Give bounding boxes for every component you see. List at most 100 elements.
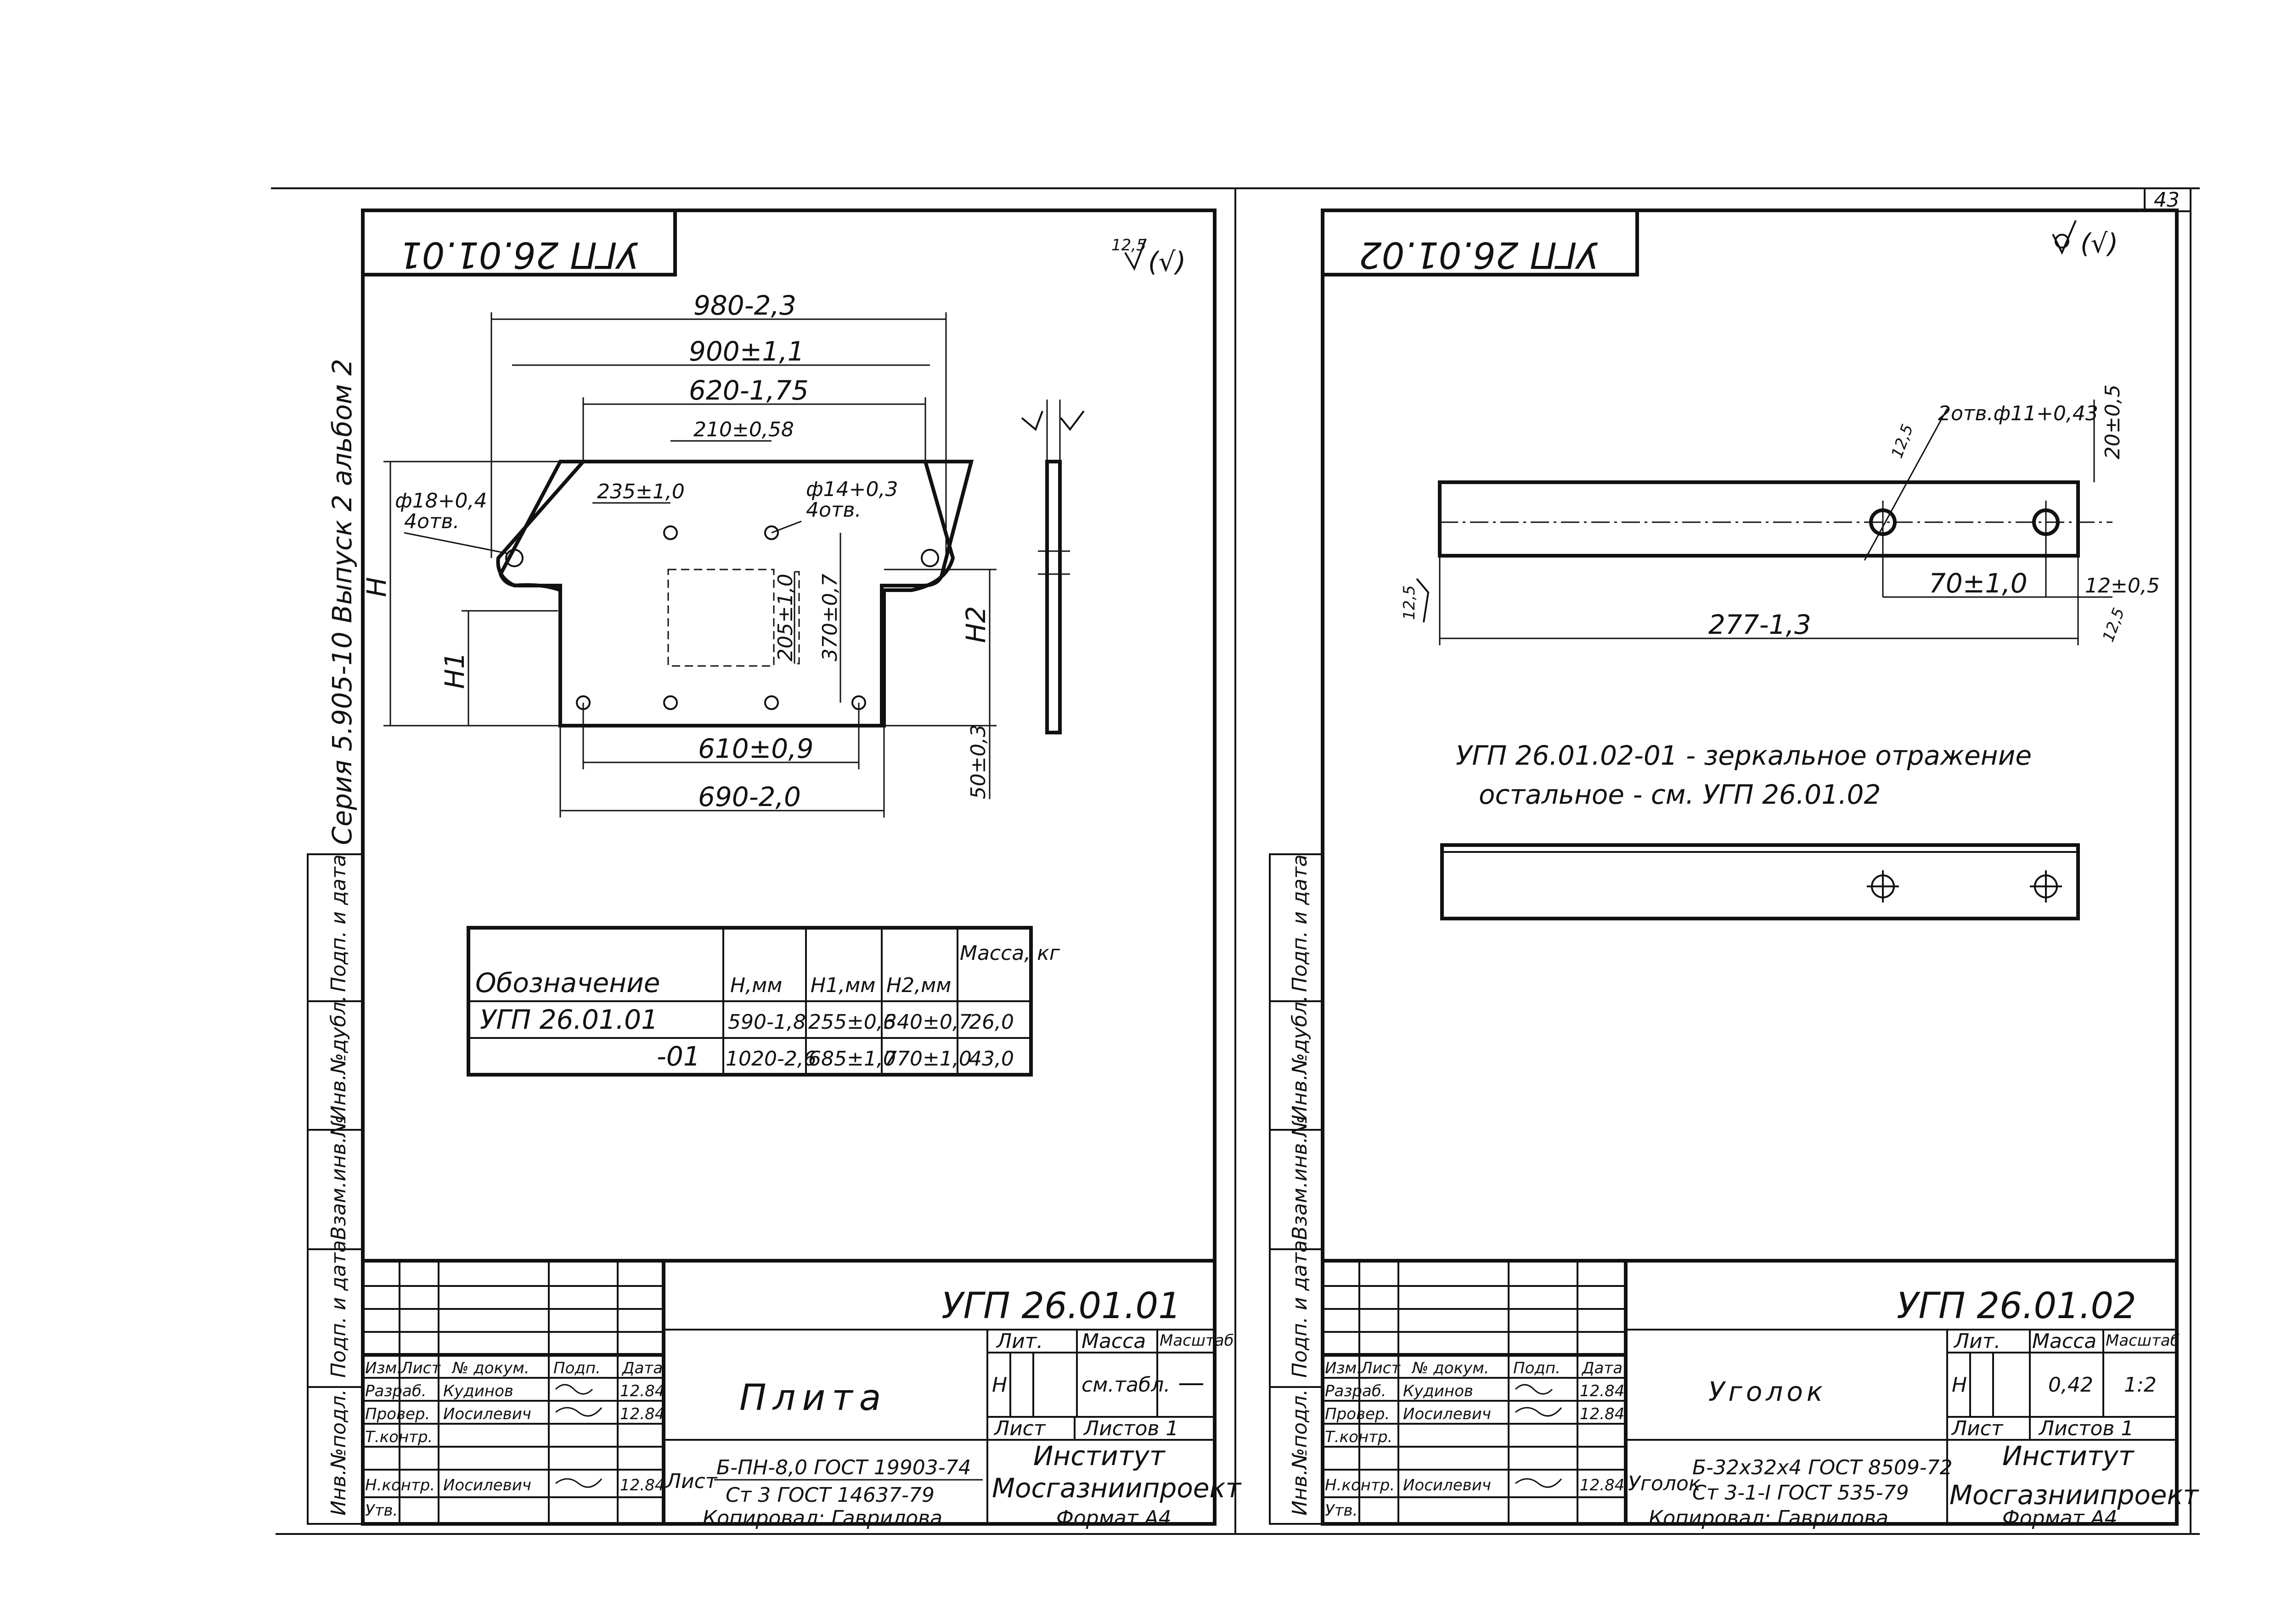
- svg-text:Масса: Масса: [1082, 1330, 1146, 1353]
- copied-by-right: Копировал: Гаврилова: [1649, 1506, 1888, 1530]
- svg-text:12.84: 12.84: [1580, 1382, 1624, 1400]
- svg-text:Кудинов: Кудинов: [443, 1382, 513, 1400]
- page-number: 43: [2154, 188, 2180, 212]
- svg-text:Н: Н: [1952, 1373, 1967, 1397]
- svg-text:Листов 1: Листов 1: [1083, 1417, 1178, 1440]
- plate-dimensions: 980-2,3 900±1,1 620-1,75 210±0,58 235±1,…: [361, 290, 997, 818]
- svg-text:Иосилевич: Иосилевич: [1403, 1476, 1491, 1494]
- side-label-4: Инв.№дубл.: [327, 995, 350, 1121]
- svg-text:43,0: 43,0: [969, 1047, 1014, 1071]
- right-sheet: Инв.№подл. Подп. и дата Взам.инв.№ Инв.№…: [1269, 209, 2200, 1530]
- svg-text:(√): (√): [1148, 246, 1186, 277]
- roughness-mark-left: 12,5 (√): [1111, 236, 1186, 277]
- svg-text:Уголок: Уголок: [1628, 1472, 1701, 1495]
- svg-text:12.84: 12.84: [620, 1405, 665, 1423]
- svg-text:12.84: 12.84: [1580, 1405, 1624, 1423]
- svg-text:26,0: 26,0: [969, 1010, 1014, 1034]
- svg-text:205±1,0: 205±1,0: [774, 574, 797, 661]
- svg-text:Иосилевич: Иосилевич: [443, 1405, 531, 1423]
- svg-text:Лист: Лист: [993, 1417, 1046, 1440]
- svg-text:H1: H1: [439, 652, 470, 689]
- svg-text:Иосилевич: Иосилевич: [1403, 1405, 1491, 1423]
- svg-text:690-2,0: 690-2,0: [698, 781, 801, 812]
- side-label-5: Подп. и дата: [327, 854, 350, 992]
- svg-text:Кудинов: Кудинов: [1403, 1382, 1473, 1400]
- svg-text:685±1,0: 685±1,0: [808, 1047, 896, 1071]
- institute-label: Институт: [2002, 1440, 2135, 1472]
- svg-text:590-1,8: 590-1,8: [728, 1010, 806, 1034]
- svg-text:255±0,6: 255±0,6: [808, 1010, 896, 1034]
- svg-text:Утв.: Утв.: [365, 1501, 398, 1520]
- svg-text:Н.контр.: Н.контр.: [1325, 1476, 1395, 1494]
- designation-left: УГП 26.01.01: [941, 1286, 1181, 1327]
- material-2: Ст 3 ГОСТ 14637-79: [726, 1483, 935, 1507]
- svg-text:770±1,0: 770±1,0: [884, 1047, 972, 1071]
- table-header-designation: Обозначение: [475, 967, 660, 998]
- side-label-3: Взам.инв.№: [1288, 1116, 1312, 1240]
- svg-text:12±0,5: 12±0,5: [2085, 574, 2160, 598]
- svg-text:900±1,1: 900±1,1: [689, 336, 805, 367]
- institute-name: Мосгазниипроект: [992, 1472, 1242, 1504]
- designation-right: УГП 26.01.02: [1897, 1286, 2136, 1327]
- series-label: Серия 5.905-10 Выпуск 2 альбом 2: [327, 359, 358, 845]
- svg-text:Лист: Лист: [665, 1470, 718, 1493]
- svg-text:12.84: 12.84: [1580, 1476, 1624, 1494]
- svg-text:4отв.: 4отв.: [404, 510, 459, 533]
- svg-text:H2: H2: [960, 606, 991, 643]
- title-block-right: Изм. Лист № докум. Подп. Дата Разраб. Ку…: [1323, 1259, 2200, 1530]
- svg-text:Изм.: Изм.: [1325, 1359, 1362, 1377]
- angle-part-view: 2отв.ф11+0,43 12,5 20±0,5 12,5 70±1,0 12…: [1400, 384, 2160, 645]
- svg-text:12.84: 12.84: [620, 1382, 665, 1400]
- format-right: Формат А4: [2002, 1506, 2118, 1530]
- svg-text:—: —: [1178, 1367, 1205, 1398]
- svg-text:235±1,0: 235±1,0: [597, 480, 685, 503]
- part-name-right: Уголок: [1708, 1376, 1826, 1407]
- left-sheet: Инв.№подл. Подп. и дата Взам.инв.№ Инв.№…: [307, 209, 1242, 1530]
- svg-text:Разраб.: Разраб.: [1325, 1382, 1386, 1400]
- side-label-5: Подп. и дата: [1288, 854, 1312, 992]
- side-label-2: Подп. и дата: [327, 1240, 350, 1378]
- material-2: Ст 3-1-I ГОСТ 535-79: [1692, 1481, 1909, 1505]
- svg-text:№ докум.: № докум.: [451, 1359, 530, 1377]
- code-stamp-right: УГП 26.01.02: [1359, 234, 1599, 275]
- svg-text:4отв.: 4отв.: [806, 498, 861, 522]
- svg-text:Утв.: Утв.: [1325, 1501, 1358, 1520]
- side-label-2: Подп. и дата: [1288, 1240, 1312, 1378]
- copied-by-left: Копировал: Гаврилова: [703, 1506, 942, 1530]
- svg-text:Лит.: Лит.: [1953, 1330, 2000, 1353]
- svg-text:Лист: Лист: [1360, 1359, 1401, 1377]
- svg-text:1020-2,6: 1020-2,6: [726, 1047, 817, 1071]
- title-block-left: Изм. Лист № докум. Подп. Дата Разраб. Ку…: [363, 1259, 1242, 1530]
- svg-text:Иосилевич: Иосилевич: [443, 1476, 531, 1494]
- svg-text:Разраб.: Разраб.: [365, 1382, 427, 1400]
- svg-text:620-1,75: 620-1,75: [689, 375, 809, 406]
- svg-text:Дата: Дата: [1581, 1359, 1622, 1377]
- svg-text:70±1,0: 70±1,0: [1929, 568, 2028, 599]
- svg-text:980-2,3: 980-2,3: [693, 290, 796, 321]
- svg-text:Дата: Дата: [621, 1359, 663, 1377]
- note-mirror: УГП 26.01.02-01 - зеркальное отражение: [1456, 740, 2032, 771]
- table-header-h1: H1,мм: [811, 974, 875, 997]
- svg-text:Провер.: Провер.: [1325, 1405, 1390, 1423]
- angle-mirror-view: [1440, 843, 2080, 920]
- svg-text:Т.контр.: Т.контр.: [365, 1428, 433, 1446]
- svg-text:см.табл.: см.табл.: [1082, 1373, 1170, 1397]
- svg-text:12,5: 12,5: [1400, 585, 1419, 620]
- svg-text:12,5: 12,5: [1111, 236, 1146, 254]
- svg-text:0,42: 0,42: [2048, 1373, 2093, 1397]
- svg-text:Лист: Лист: [400, 1359, 441, 1377]
- svg-text:Лит.: Лит.: [996, 1330, 1043, 1353]
- side-label-4: Инв.№дубл.: [1288, 995, 1312, 1121]
- svg-text:12.84: 12.84: [620, 1476, 665, 1494]
- note-rest: остальное - см. УГП 26.01.02: [1479, 779, 1881, 810]
- svg-text:12,5: 12,5: [1888, 422, 1917, 461]
- svg-text:Провер.: Провер.: [365, 1405, 430, 1423]
- table-row: УГП 26.01.01: [480, 1004, 658, 1035]
- svg-text:610±0,9: 610±0,9: [698, 733, 814, 764]
- svg-text:Масса: Масса: [2032, 1330, 2096, 1353]
- svg-text:Н.контр.: Н.контр.: [365, 1476, 435, 1494]
- material-1: Б-32х32х4 ГОСТ 8509-72: [1692, 1456, 1953, 1479]
- svg-text:20±0,5: 20±0,5: [2101, 384, 2124, 459]
- institute-name: Мосгазниипроект: [1949, 1479, 2200, 1511]
